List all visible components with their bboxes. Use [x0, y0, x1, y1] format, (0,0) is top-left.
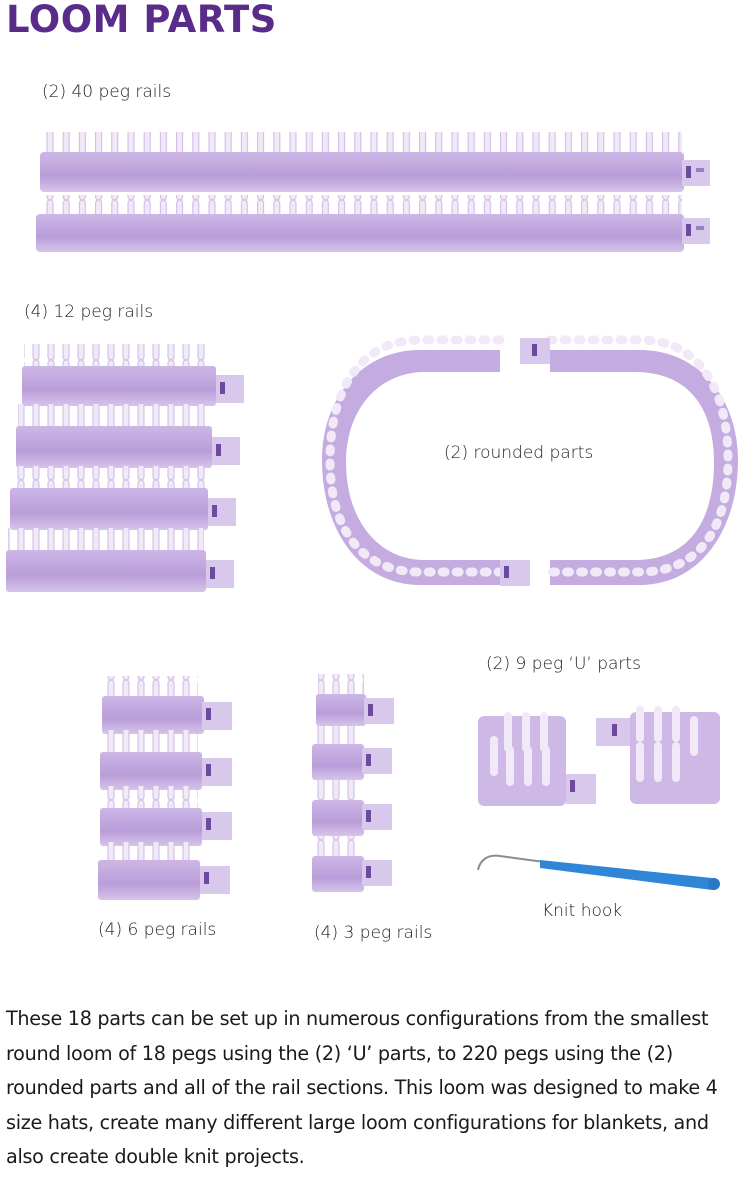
- rail-3-peg: [316, 674, 394, 726]
- rail-3-peg: [312, 836, 392, 892]
- loom-parts-illustration: [6, 132, 738, 900]
- label-6-peg-rails: (4) 6 peg rails: [98, 920, 217, 940]
- label-rounded-parts: (2) rounded parts: [444, 443, 594, 463]
- rail-40-peg: [36, 195, 710, 252]
- rail-12-peg: [10, 466, 236, 530]
- rail-6-peg: [100, 730, 232, 790]
- page-title: LOOM PARTS: [6, 0, 277, 41]
- rounded-part-left: [322, 335, 530, 586]
- rail-12-peg: [6, 528, 234, 592]
- label-3-peg-rails: (4) 3 peg rails: [314, 923, 433, 943]
- rail-6-peg: [98, 842, 230, 900]
- knit-hook: [477, 854, 720, 890]
- label-12-peg-rails: (4) 12 peg rails: [24, 302, 154, 322]
- rail-12-peg: [16, 404, 240, 468]
- rail-6-peg: [100, 786, 232, 846]
- rail-3-peg: [312, 780, 392, 836]
- rail-3-peg: [312, 726, 392, 780]
- label-40-peg-rails: (2) 40 peg rails: [42, 82, 172, 102]
- label-knit-hook: Knit hook: [542, 901, 623, 921]
- description-paragraph: These 18 parts can be set up in numerous…: [6, 1007, 718, 1168]
- rail-12-peg: [22, 344, 244, 406]
- label-u-parts: (2) 9 peg ‘U’ parts: [486, 654, 641, 674]
- rail-40-peg: [40, 132, 710, 192]
- u-part-right: [596, 706, 720, 804]
- rail-6-peg: [102, 676, 232, 734]
- rounded-part-right: [520, 335, 738, 585]
- u-part-left: [478, 712, 596, 806]
